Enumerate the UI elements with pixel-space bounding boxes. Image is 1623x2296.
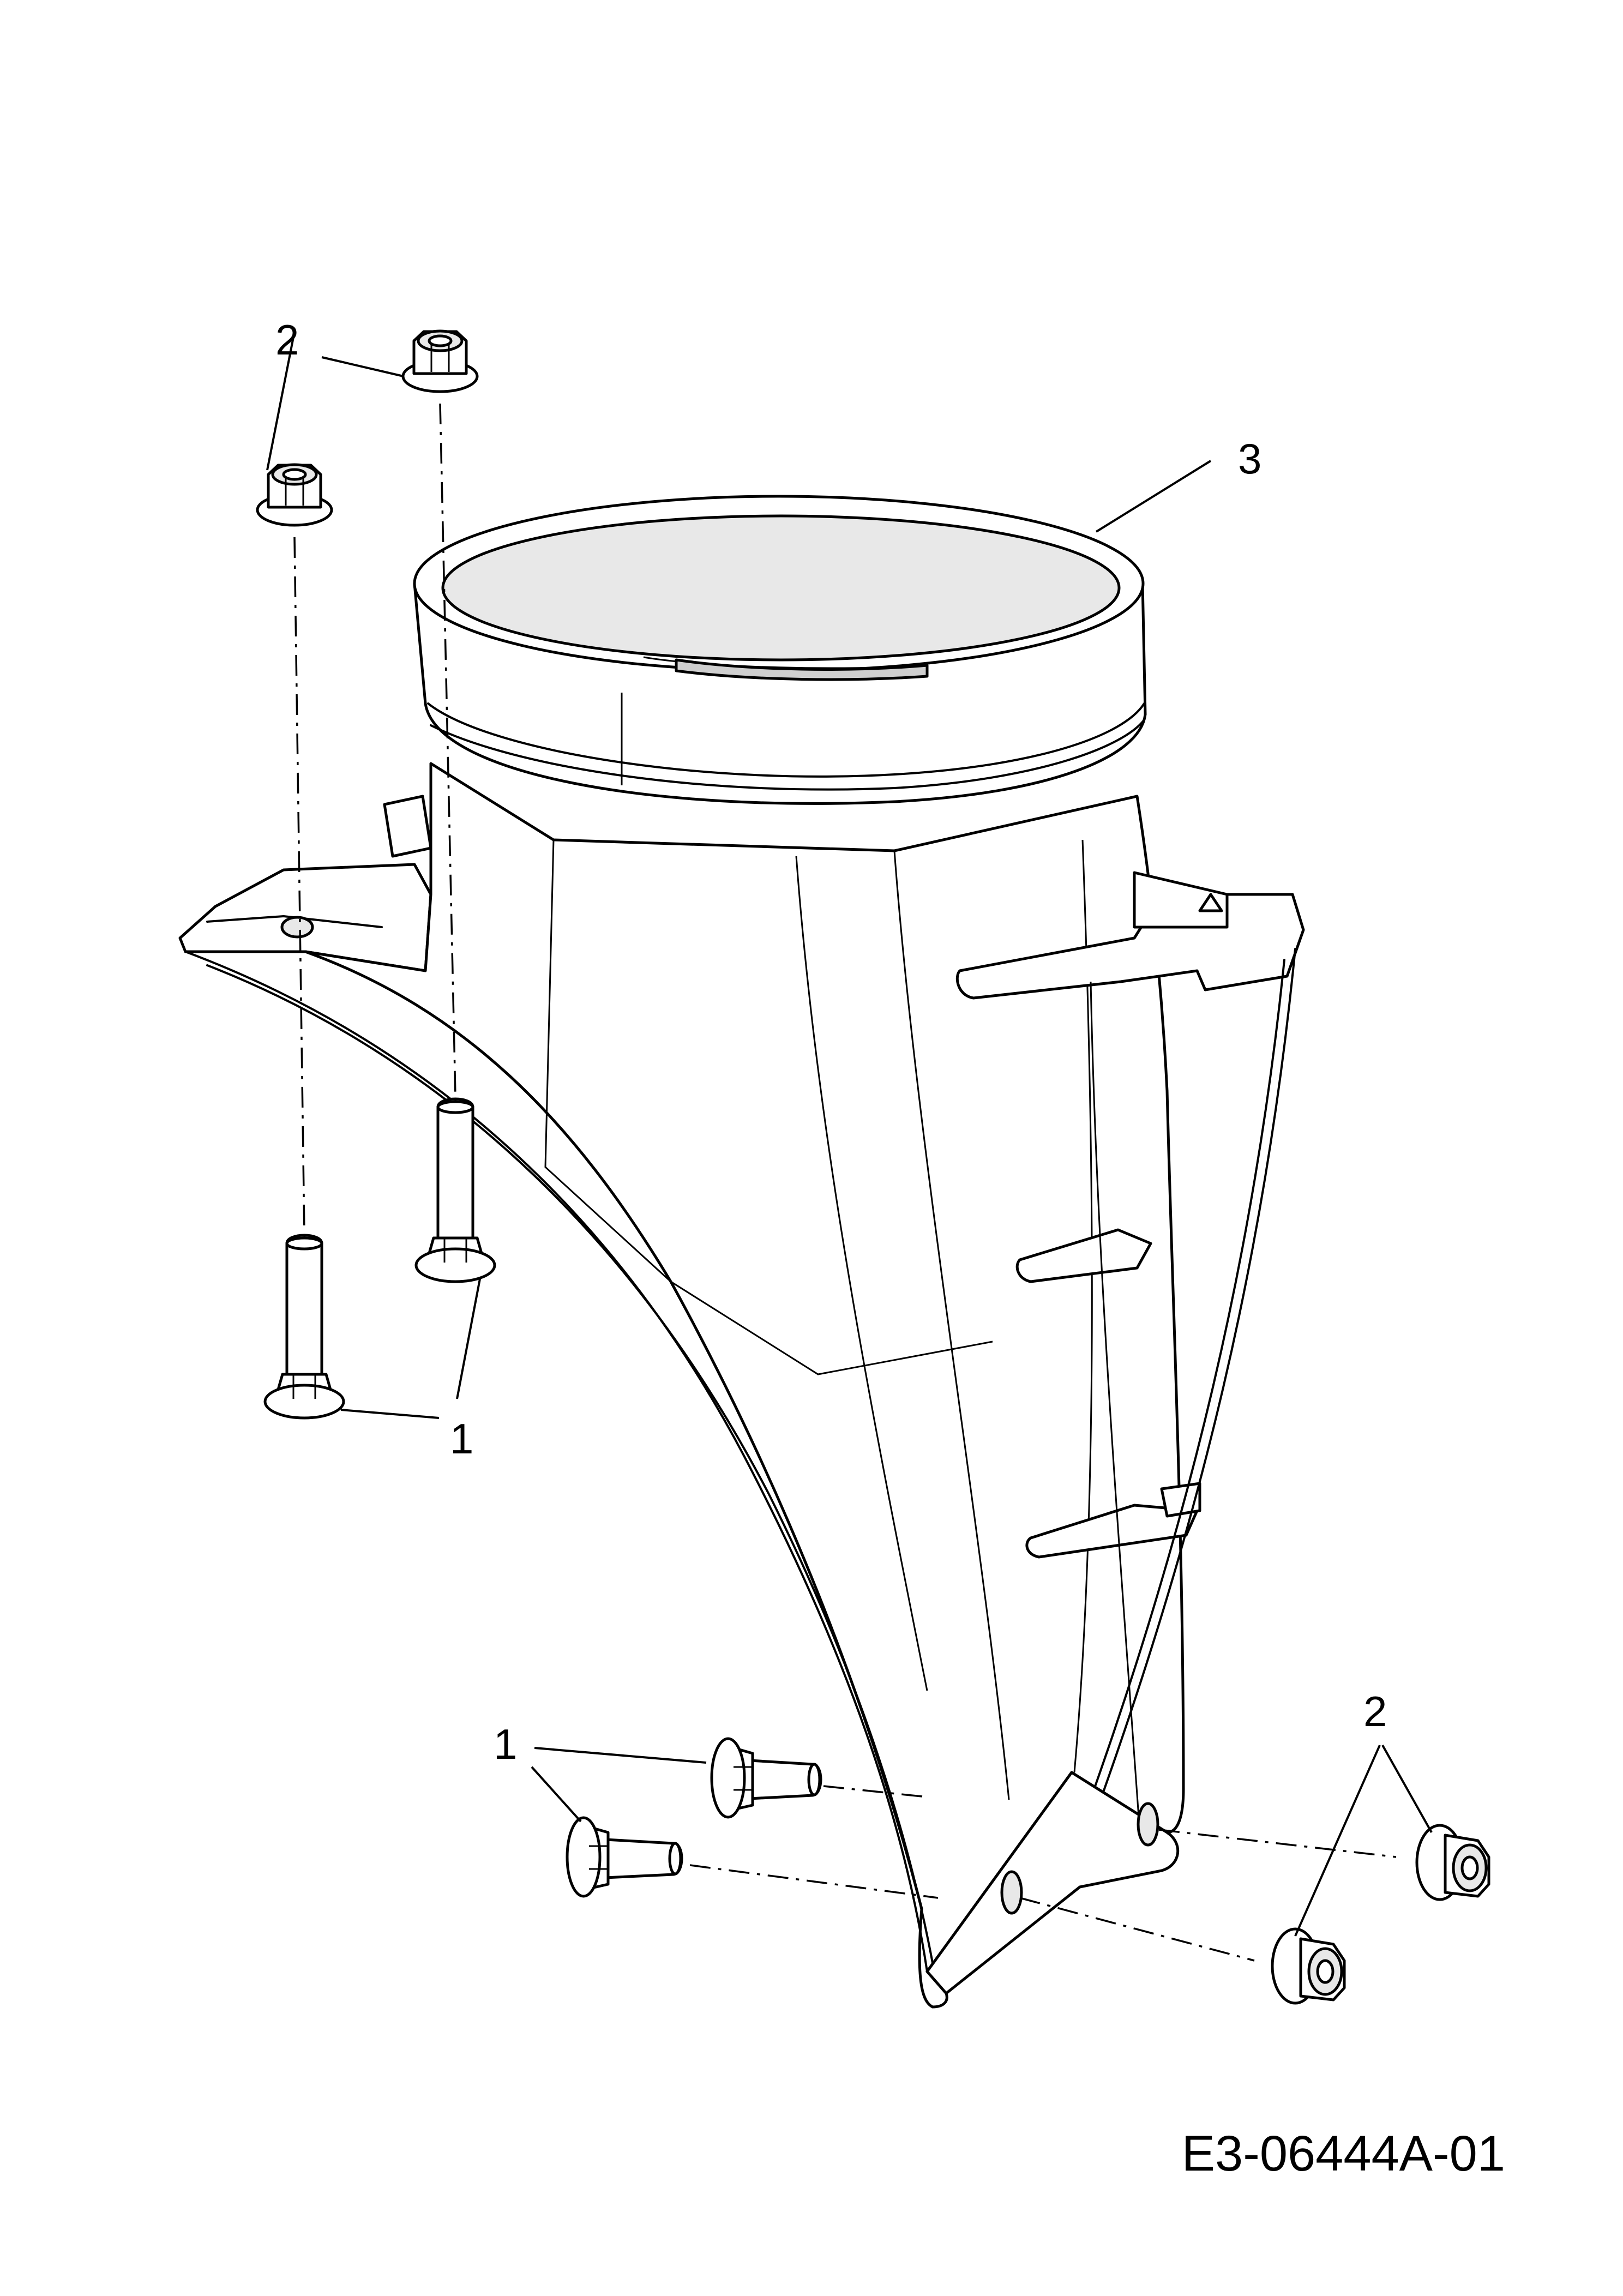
top-nut-right: [401, 329, 479, 393]
callout-1-left: 1: [450, 1415, 473, 1463]
callout-1-bottom: 1: [494, 1720, 517, 1768]
left-bolt-lower: [263, 1234, 345, 1420]
assembly-centerlines: [293, 403, 1397, 1962]
chute-body: [304, 762, 1185, 2009]
drawing-number: E3-06444A-01: [1182, 2126, 1505, 2181]
top-nut-left: [256, 463, 333, 527]
leader-lines: [266, 331, 1433, 1937]
flange-hole-left: [280, 916, 314, 939]
lug-hole-left: [1000, 1870, 1023, 1915]
lug-hole-right: [1137, 1802, 1159, 1847]
rib-upper: [1015, 1228, 1152, 1283]
rib-lower: [1025, 1504, 1199, 1559]
callout-2-top: 2: [275, 316, 299, 364]
bottom-mount-lug: [925, 1771, 1180, 1995]
discharge-chute: [178, 495, 1305, 2009]
bottom-bolt-lower: [566, 1816, 683, 1898]
callout-2-bottom: 2: [1363, 1687, 1387, 1735]
left-bolt-upper: [414, 1097, 496, 1283]
chute-top-opening-inner: [441, 514, 1121, 662]
callout-3: 3: [1238, 435, 1261, 483]
bottom-nut-left: [1271, 1927, 1346, 2005]
callout-labels: 2 3 1 1 2: [275, 316, 1387, 1768]
bottom-nut-right: [1415, 1824, 1490, 1901]
bottom-bolt-upper: [710, 1737, 822, 1819]
